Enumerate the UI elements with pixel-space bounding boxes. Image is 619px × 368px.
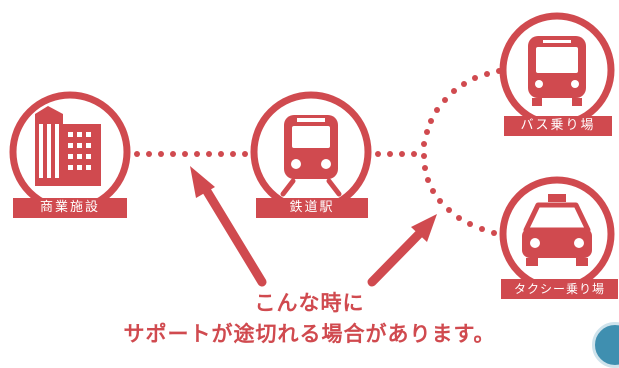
node-commercial bbox=[9, 91, 131, 213]
connector-branch-arc bbox=[421, 68, 502, 236]
caption-line1: こんな時に bbox=[254, 291, 365, 315]
label-taxi: タクシー乗り場 bbox=[501, 279, 618, 299]
node-taxi bbox=[499, 176, 615, 292]
arrow-left bbox=[190, 166, 267, 287]
connector-commercial-station bbox=[134, 151, 248, 157]
train-icon bbox=[280, 115, 342, 197]
bus-icon bbox=[528, 36, 586, 106]
node-station bbox=[250, 91, 372, 213]
label-commercial: 商業施設 bbox=[13, 198, 127, 218]
label-bus: バス乗り場 bbox=[504, 116, 612, 136]
caption-line2: サポートが途切れる場合があります。 bbox=[123, 322, 496, 346]
taxi-icon bbox=[522, 194, 592, 266]
arrow-right bbox=[367, 214, 437, 287]
node-bus bbox=[499, 12, 615, 128]
label-station: 鉄道駅 bbox=[256, 198, 368, 218]
connector-station-junction bbox=[375, 151, 417, 157]
office-building-icon bbox=[35, 106, 101, 186]
